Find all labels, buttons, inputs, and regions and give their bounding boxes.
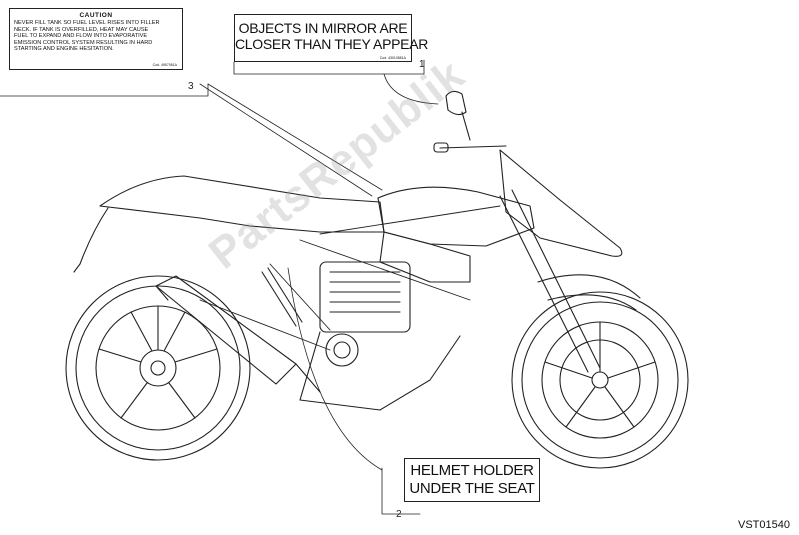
frame-trellis (199, 205, 501, 351)
helmet-holder-label: HELMET HOLDER UNDER THE SEAT (404, 458, 540, 502)
callout-leader-lines (0, 59, 439, 515)
callout-number-2: 2 (396, 509, 402, 520)
mirror-line: CLOSER THAN THEY APPEAR (235, 36, 429, 52)
mirror-code: Cod. 43010851A (379, 56, 406, 60)
helmet-line: UNDER THE SEAT (409, 480, 535, 497)
handlebar-mirror (433, 90, 507, 153)
caution-line: EMISSION CONTROL SYSTEM RESULTING IN HAR… (14, 39, 153, 46)
seat-tail (99, 175, 385, 233)
fuel-tank (377, 186, 535, 247)
mirror-line: OBJECTS IN MIRROR ARE (238, 20, 408, 36)
engine-block (299, 261, 461, 411)
caution-line: STARTING AND ENGINE HESITATION. (14, 46, 114, 53)
rear-shock (261, 267, 303, 327)
side-panel (379, 231, 471, 283)
caution-line: NEVER FILL TANK SO FUEL LEVEL RISES INTO… (14, 20, 160, 26)
caution-line: NECK. IF TANK IS OVERFILLED, HEAT MAY CA… (14, 26, 149, 33)
rear-fender (73, 207, 109, 273)
drawing-code: VST01540 (738, 519, 790, 531)
front-fork (499, 189, 641, 373)
callout-number-1: 1 (419, 59, 425, 70)
caution-line: FUEL TO EXPAND AND FLOW INTO EVAPORATIVE (14, 33, 148, 40)
caution-title: CAUTION (79, 12, 113, 19)
front-nose-panel (499, 149, 623, 257)
caution-code: Cod. 4957061A (152, 63, 177, 67)
front-wheel (511, 291, 689, 469)
helmet-line: HELMET HOLDER (410, 462, 534, 479)
rear-wheel (65, 275, 251, 461)
mirror-warning-label: OBJECTS IN MIRROR ARE CLOSER THAN THEY A… (234, 14, 429, 62)
callout-number-3: 3 (188, 81, 194, 92)
caution-label: CAUTION NEVER FILL TANK SO FUEL LEVEL RI… (9, 8, 183, 70)
exhaust (155, 275, 321, 393)
